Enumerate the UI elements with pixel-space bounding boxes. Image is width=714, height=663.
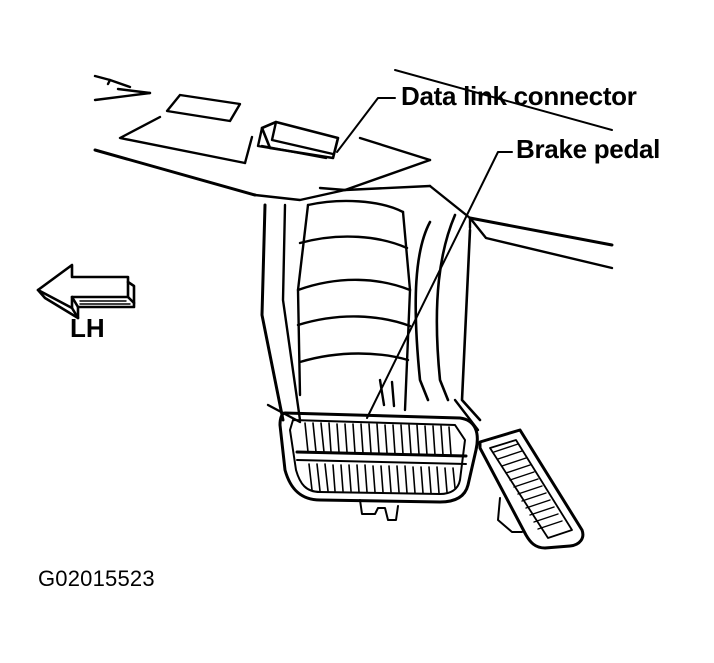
brake-pedal-pad <box>278 411 479 521</box>
direction-label: LH <box>70 313 105 343</box>
knee-panel <box>260 203 302 424</box>
dashboard-panel <box>93 69 614 270</box>
brake-pedal-label: Brake pedal <box>516 134 661 164</box>
accelerator-arm <box>453 228 482 432</box>
accelerator-pedal-pad <box>478 428 585 550</box>
dash-opening <box>165 93 242 123</box>
arrow-left-icon <box>36 263 136 320</box>
data-link-connector-shape <box>256 120 340 160</box>
brake-pedal-arm <box>378 213 457 408</box>
leader-lines <box>336 97 513 419</box>
figure-code: G02015523 <box>38 566 155 591</box>
data-link-connector-label: Data link connector <box>401 81 637 111</box>
steering-column <box>296 199 412 412</box>
